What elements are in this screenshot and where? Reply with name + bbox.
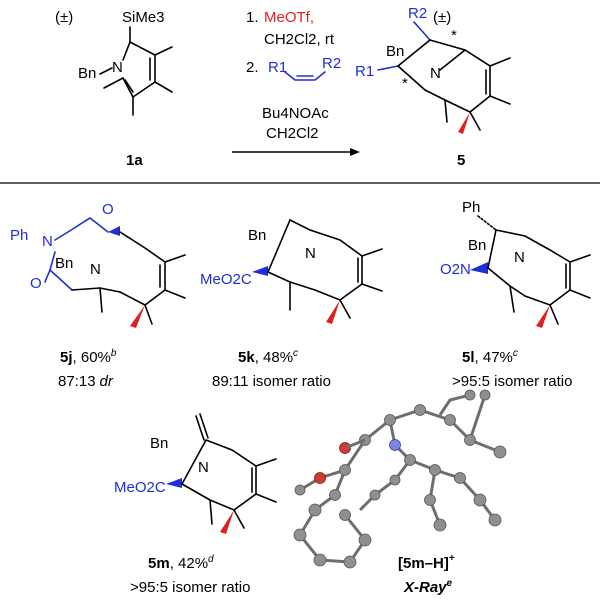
product-r2: R2 — [408, 5, 427, 22]
product-racemic: (±) — [433, 9, 451, 26]
step1-reagent: MeOTf, — [264, 9, 314, 26]
benzyl-label: Bn — [78, 65, 96, 82]
product-nitrogen: N — [430, 65, 441, 82]
compound-id-5: 5 — [457, 152, 465, 169]
label-5m: 5m, 42%d — [148, 554, 214, 572]
xray-structure: [5m–H]+ X-Raye — [293, 389, 507, 596]
ester-label-5m: MeO2C — [114, 479, 166, 496]
xray-label: [5m–H]+ — [398, 553, 455, 572]
phenyl-label-5j: Ph — [10, 227, 28, 244]
example-5k: Bn MeO2C N 5k, 48%c 89:11 isomer ratio — [200, 219, 383, 390]
racemic-label: (±) — [55, 9, 73, 26]
step1-solvent: CH2Cl2, rt — [264, 31, 335, 48]
example-5m: Bn MeO2C N 5m, 42%d >95:5 isomer ratio — [114, 413, 277, 596]
step1-number: 1. — [246, 9, 259, 26]
compound-id-1a: 1a — [126, 152, 143, 169]
bridge-n-5k: N — [305, 245, 316, 262]
product-r1: R1 — [355, 63, 374, 80]
starting-material-1a: (±) SiMe3 Bn N 1a — [55, 9, 173, 169]
nitrogen-label: N — [112, 59, 123, 76]
bn-label-5m: Bn — [150, 435, 168, 452]
product-5: R2 (±) * Bn R1 * N 5 — [355, 5, 511, 169]
carbonyl-o-bottom: O — [30, 275, 42, 292]
label-5l: 5l, 47%c — [462, 348, 518, 366]
solvent-label: CH2Cl2 — [266, 125, 319, 142]
stereo-mark-top: * — [451, 27, 457, 44]
ratio-5m: >95:5 isomer ratio — [130, 579, 250, 596]
carbon-atoms — [293, 389, 507, 569]
bridge-n-5l: N — [514, 249, 525, 266]
bridge-n-5m: N — [198, 459, 209, 476]
label-5j: 5j, 60%b — [60, 348, 117, 366]
bn-label-5l: Bn — [468, 237, 486, 254]
example-5l: Ph Bn O2N N 5l, 47%c >95:5 isomer ratio — [440, 199, 591, 390]
oxygen-atoms — [314, 442, 351, 484]
nitro-label-5l: O2N — [440, 261, 471, 278]
product-bn: Bn — [386, 43, 404, 60]
ester-label-5k: MeO2C — [200, 271, 252, 288]
stereo-mark-bottom: * — [402, 75, 408, 92]
label-5k: 5k, 48%c — [238, 348, 298, 366]
bn-label-5j: Bn — [55, 255, 73, 272]
step2-r1: R1 — [268, 59, 287, 76]
bn-label-5k: Bn — [248, 227, 266, 244]
carbonyl-o-top: O — [102, 201, 114, 218]
imide-n-label: N — [42, 233, 53, 250]
bridge-n-5j: N — [90, 261, 101, 278]
step2-number: 2. — [246, 59, 259, 76]
ratio-5l: >95:5 isomer ratio — [452, 373, 572, 390]
additive-label: Bu4NOAc — [262, 105, 329, 122]
phenyl-label-5l: Ph — [462, 199, 480, 216]
ratio-5k: 89:11 isomer ratio — [212, 373, 331, 390]
silyl-group-label: SiMe3 — [122, 9, 165, 26]
reaction-conditions: 1. MeOTf, CH2Cl2, rt 2. R1 R2 Bu4NOAc CH… — [232, 9, 360, 156]
nitrogen-atom — [389, 439, 401, 451]
xray-caption: X-Raye — [403, 578, 453, 596]
step2-r2: R2 — [322, 55, 341, 72]
